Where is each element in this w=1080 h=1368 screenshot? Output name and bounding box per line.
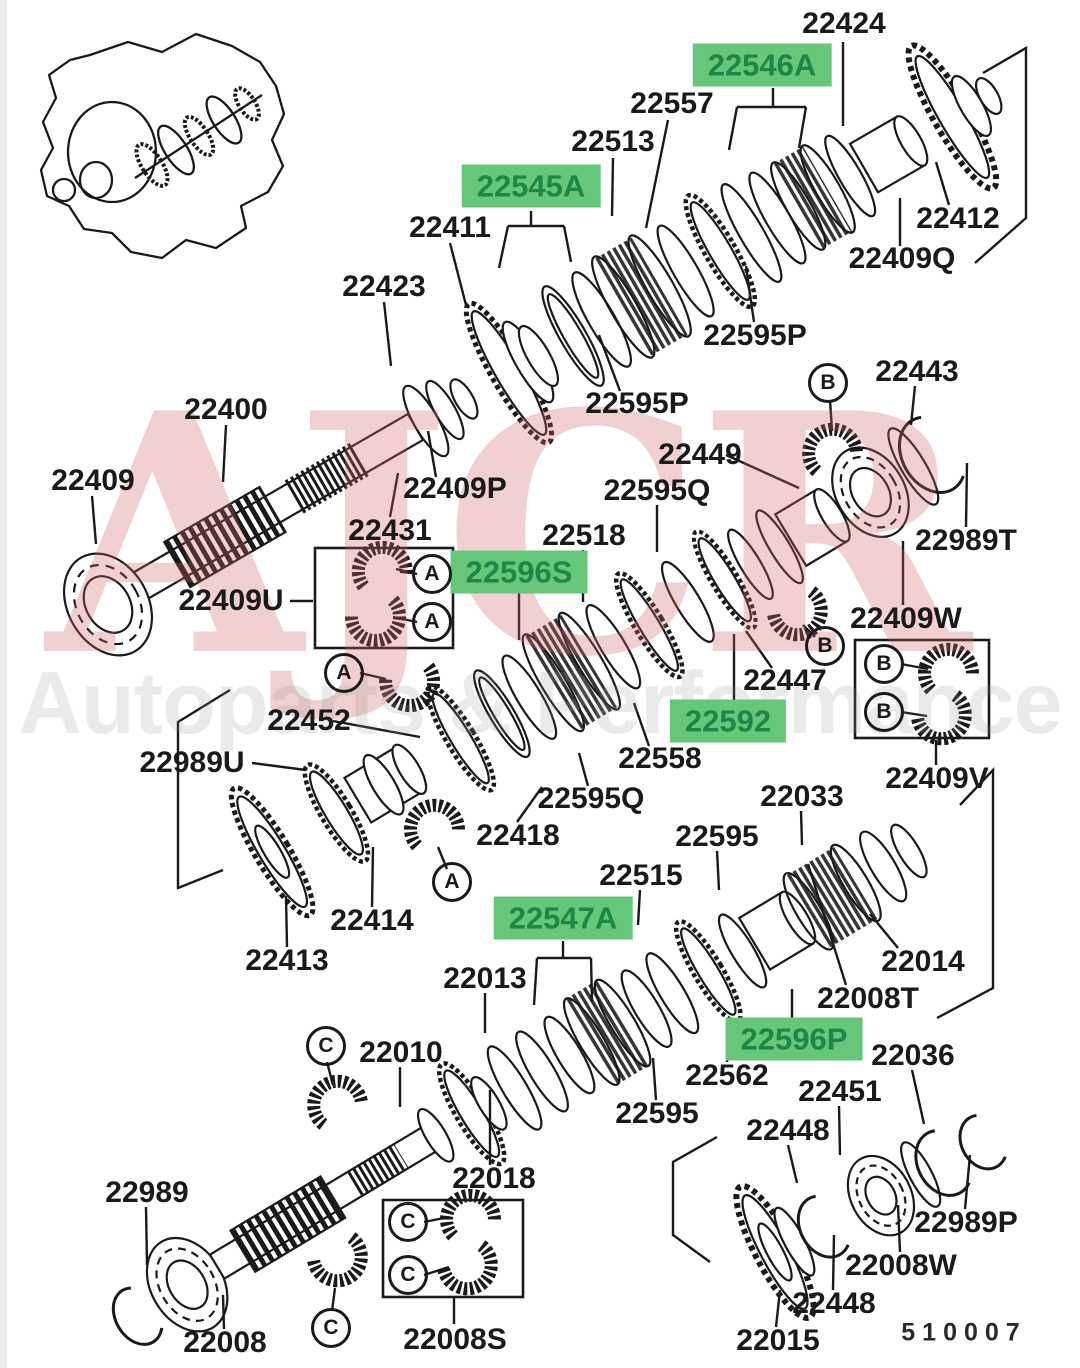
part-label-22989: 22989 — [105, 1176, 189, 1209]
part-label-22411: 22411 — [409, 211, 491, 244]
part-label-22008: 22008 — [183, 1326, 267, 1359]
part-label-22431: 22431 — [348, 514, 432, 547]
callout-letter-c: C — [388, 1255, 428, 1295]
input-shaft-assembly — [62, 42, 1003, 657]
part-label-22409p: 22409P — [403, 472, 507, 505]
page-edge-strip — [0, 0, 7, 1368]
bearing-set-b-box — [853, 638, 991, 740]
part-label-22010: 22010 — [359, 1036, 443, 1069]
part-label-22400: 22400 — [184, 393, 268, 426]
part-label-22595q: 22595Q — [537, 782, 645, 815]
bearing-half-shells — [306, 422, 979, 1296]
part-label-22409w: 22409W — [850, 602, 962, 635]
part-label-22558: 22558 — [618, 742, 702, 775]
drawing-number: 510007 — [901, 1318, 1027, 1347]
part-label-22546a-highlighted[interactable]: 22546A — [692, 43, 832, 87]
part-label-22595p: 22595P — [703, 319, 807, 352]
part-label-22443: 22443 — [875, 355, 959, 388]
part-label-22557: 22557 — [630, 87, 714, 120]
part-label-22015: 22015 — [736, 1324, 820, 1357]
callout-letter-a: A — [324, 653, 364, 693]
part-label-22515: 22515 — [599, 859, 683, 892]
part-label-22562: 22562 — [685, 1059, 769, 1092]
housing-inset — [39, 32, 286, 260]
part-label-22451: 22451 — [798, 1075, 882, 1108]
part-label-22418: 22418 — [476, 819, 560, 852]
part-label-22008w: 22008W — [845, 1249, 957, 1282]
output-shaft-assembly — [111, 823, 928, 1346]
part-label-22008s: 22008S — [403, 1323, 507, 1356]
part-label-22448: 22448 — [792, 1287, 876, 1320]
callout-letter-a: A — [412, 554, 452, 594]
part-label-22424: 22424 — [802, 7, 886, 40]
part-label-22989p: 22989P — [914, 1206, 1018, 1239]
part-label-22036: 22036 — [871, 1039, 955, 1072]
part-label-22008t: 22008T — [817, 982, 919, 1015]
part-label-22409v: 22409V — [885, 762, 989, 795]
callout-letter-a: A — [432, 862, 472, 902]
part-label-22447: 22447 — [743, 664, 827, 697]
part-label-22595: 22595 — [615, 1097, 699, 1130]
part-label-22013: 22013 — [443, 962, 527, 995]
part-label-22449: 22449 — [658, 438, 742, 471]
part-label-22412: 22412 — [916, 202, 1000, 235]
part-label-22452: 22452 — [267, 704, 351, 737]
part-label-22545a-highlighted[interactable]: 22545A — [461, 164, 601, 208]
callout-letter-b: B — [864, 644, 904, 684]
part-label-22014: 22014 — [881, 945, 965, 978]
callout-letter-c: C — [306, 1026, 346, 1066]
part-label-22018: 22018 — [452, 1162, 536, 1195]
part-label-22423: 22423 — [342, 270, 426, 303]
part-label-22989u: 22989U — [139, 746, 245, 779]
part-label-22595p: 22595P — [585, 387, 689, 420]
callout-letter-a: A — [412, 602, 452, 642]
reverse-gear-bearing-set — [733, 1113, 1007, 1321]
part-label-22033: 22033 — [760, 780, 844, 813]
intermediate-shaft-assembly — [228, 415, 965, 919]
callout-letter-b: B — [864, 692, 904, 732]
part-label-22414: 22414 — [330, 904, 414, 937]
part-label-22592-highlighted[interactable]: 22592 — [669, 699, 787, 743]
part-label-22513: 22513 — [571, 125, 655, 158]
part-label-22595: 22595 — [675, 820, 759, 853]
callout-letter-b: B — [808, 363, 848, 403]
part-label-22989t: 22989T — [915, 524, 1017, 557]
part-label-22448: 22448 — [746, 1114, 830, 1147]
part-label-22547a-highlighted[interactable]: 22547A — [493, 896, 633, 940]
part-label-22518: 22518 — [542, 519, 626, 552]
part-label-22596p-highlighted[interactable]: 22596P — [725, 1017, 863, 1061]
part-label-22409q: 22409Q — [848, 242, 956, 275]
part-label-22596s-highlighted[interactable]: 22596S — [450, 550, 588, 594]
part-label-22413: 22413 — [245, 944, 329, 977]
callout-letter-b: B — [805, 626, 845, 666]
callout-letter-c: C — [388, 1202, 428, 1242]
part-label-22409u: 22409U — [178, 584, 284, 617]
grouping-brackets — [176, 45, 1028, 1263]
part-label-22595q: 22595Q — [603, 474, 711, 507]
callout-letter-c: C — [311, 1308, 351, 1348]
part-label-22409: 22409 — [51, 464, 135, 497]
